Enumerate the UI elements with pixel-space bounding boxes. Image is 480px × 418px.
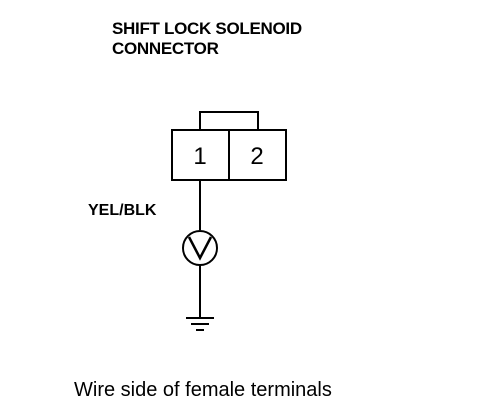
- connector-lock-tab: [199, 111, 259, 131]
- diagram-title-line2: CONNECTOR: [112, 39, 219, 58]
- terminal-2-label: 2: [250, 143, 263, 170]
- diagram-title-line1: SHIFT LOCK SOLENOID: [112, 19, 302, 38]
- voltmeter-icon: [182, 230, 218, 266]
- wire-color-label: YEL/BLK: [88, 202, 157, 219]
- terminal-1-label: 1: [193, 143, 206, 170]
- ground-icon: [186, 317, 214, 331]
- view-caption: Wire side of female terminals: [74, 379, 332, 401]
